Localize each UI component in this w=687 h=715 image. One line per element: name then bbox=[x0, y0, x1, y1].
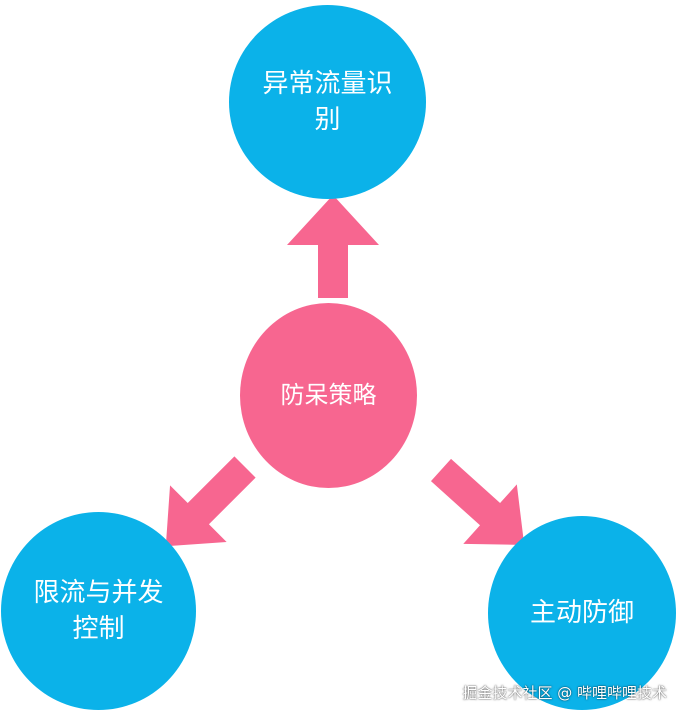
node-active-defense: 主动防御 bbox=[488, 516, 676, 710]
node-rate-limit-concurrency-control: 限流与并发控制 bbox=[1, 512, 196, 710]
node-foolproof-strategy: 防呆策略 bbox=[240, 303, 417, 488]
node-top-label: 异常流量识别 bbox=[262, 68, 393, 135]
node-center-label: 防呆策略 bbox=[280, 380, 377, 409]
watermark: 掘金技术社区 @ 哔哩哔哩技术 bbox=[462, 684, 667, 702]
node-right-label: 主动防御 bbox=[529, 597, 634, 628]
arrow-up bbox=[287, 195, 379, 298]
node-abnormal-traffic-identification: 异常流量识别 bbox=[229, 5, 426, 199]
node-left-label: 限流与并发控制 bbox=[33, 577, 164, 644]
